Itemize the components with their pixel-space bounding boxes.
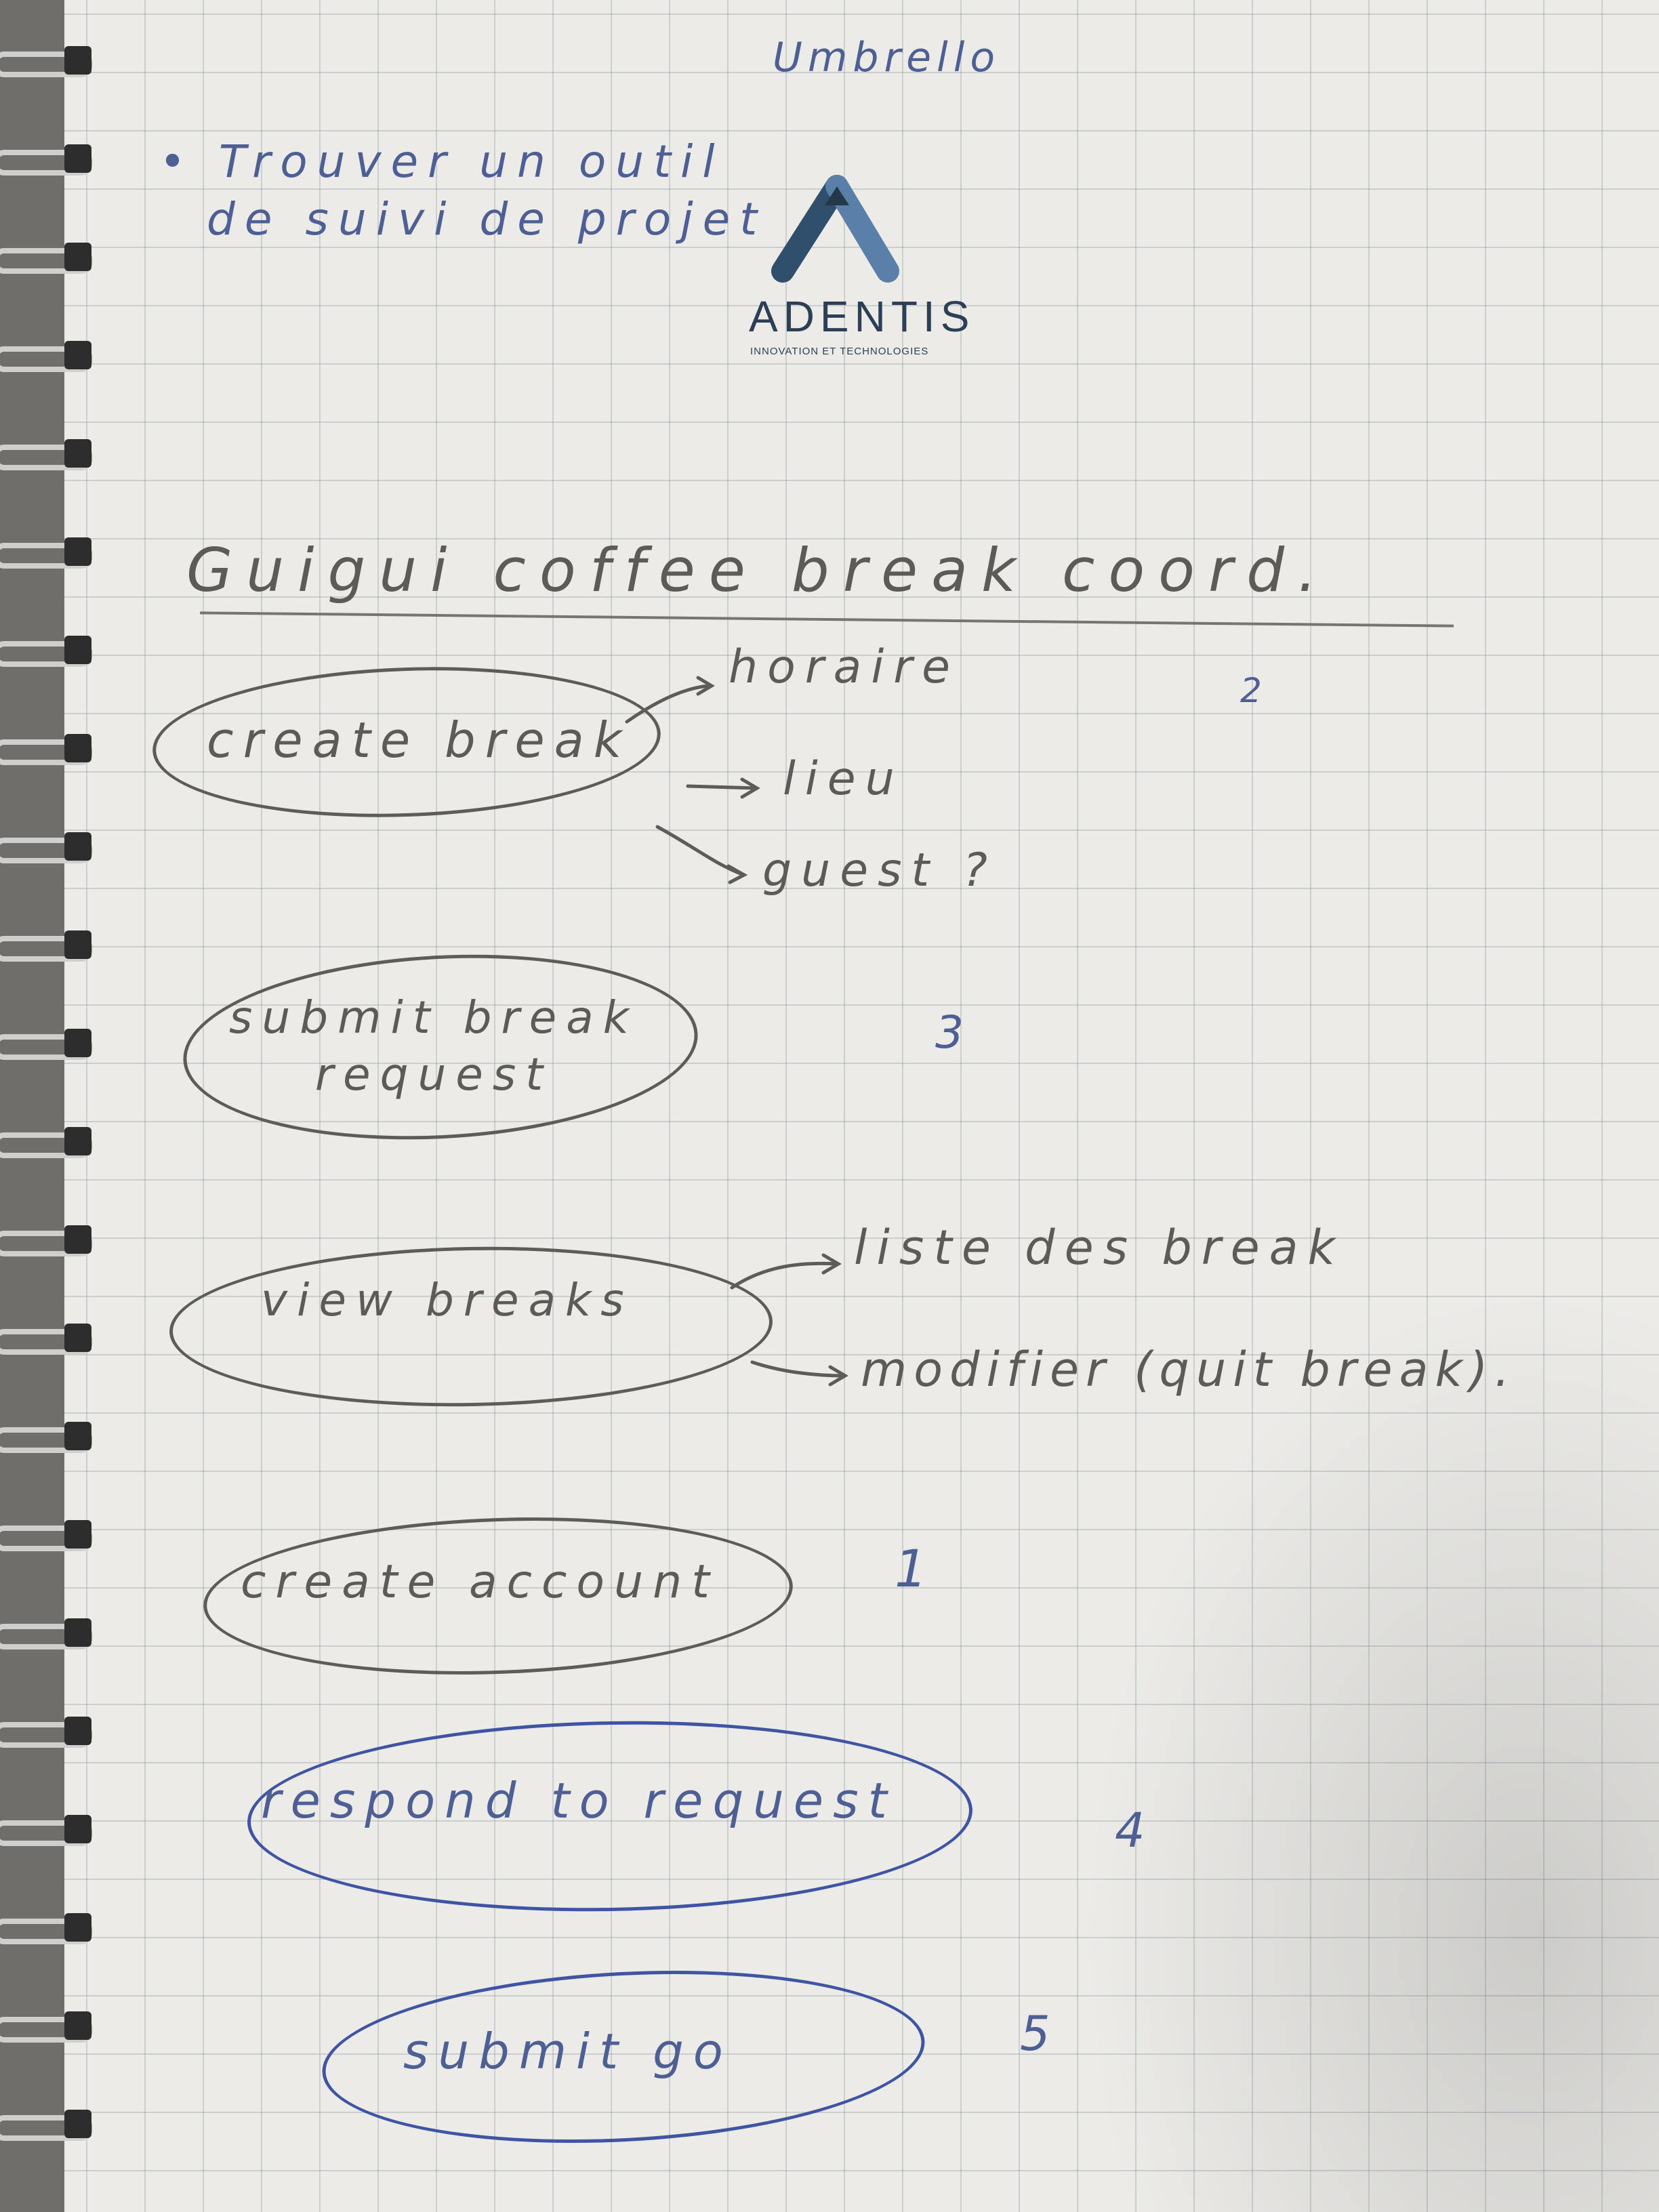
adentis-logo: ADENTIS INNOVATION ET TECHNOLOGIES <box>742 173 972 376</box>
corner-note: Umbrello <box>773 34 1001 81</box>
bubble-submit-go-number: 5 <box>1020 2006 1060 2062</box>
page-title: Guigui coffee break coord. <box>186 535 1331 605</box>
detail-liste-des-break: liste des break <box>854 1220 1345 1275</box>
detail-modifier: modifier (quit break). <box>861 1342 1517 1397</box>
top-note-line1: • Trouver un outil <box>159 136 724 188</box>
arrow-to-horaire <box>625 684 710 724</box>
arrow-to-modifier <box>750 1360 846 1378</box>
bubble-create-account-label: create account <box>241 1555 719 1609</box>
bubble-submit-go-label: submit go <box>403 2023 733 2080</box>
bubble-submit-break-request-number: 3 <box>935 1006 973 1059</box>
bubble-create-account-number: 1 <box>895 1538 937 1599</box>
logo-name: ADENTIS <box>749 292 975 341</box>
arrow-to-liste <box>730 1261 839 1290</box>
top-note-line2: de suivi de projet <box>207 193 767 245</box>
logo-mark-icon <box>771 175 899 283</box>
bubble-view-breaks-label: view breaks <box>261 1274 634 1326</box>
spiral-binding <box>0 41 95 2169</box>
notebook-page: • Trouver un outil de suivi de projet Um… <box>64 0 1659 2212</box>
bubble-submit-break-request-label: submit break request <box>229 991 638 1101</box>
bubble-create-break-number: 2 <box>1240 671 1271 710</box>
detail-guest: guest ? <box>762 844 997 897</box>
detail-horaire: horaire <box>729 640 960 694</box>
bubble-create-break-label: create break <box>207 712 632 769</box>
bubble-respond-to-request-number: 4 <box>1115 1803 1155 1858</box>
logo-tagline: INNOVATION ET TECHNOLOGIES <box>750 346 929 357</box>
arrow-lines <box>625 676 848 1387</box>
page-shadow <box>1081 1288 1659 2212</box>
detail-lieu: lieu <box>783 752 904 806</box>
arrow-to-lieu <box>686 784 758 790</box>
bubble-respond-to-request-label: respond to request <box>261 1772 897 1829</box>
